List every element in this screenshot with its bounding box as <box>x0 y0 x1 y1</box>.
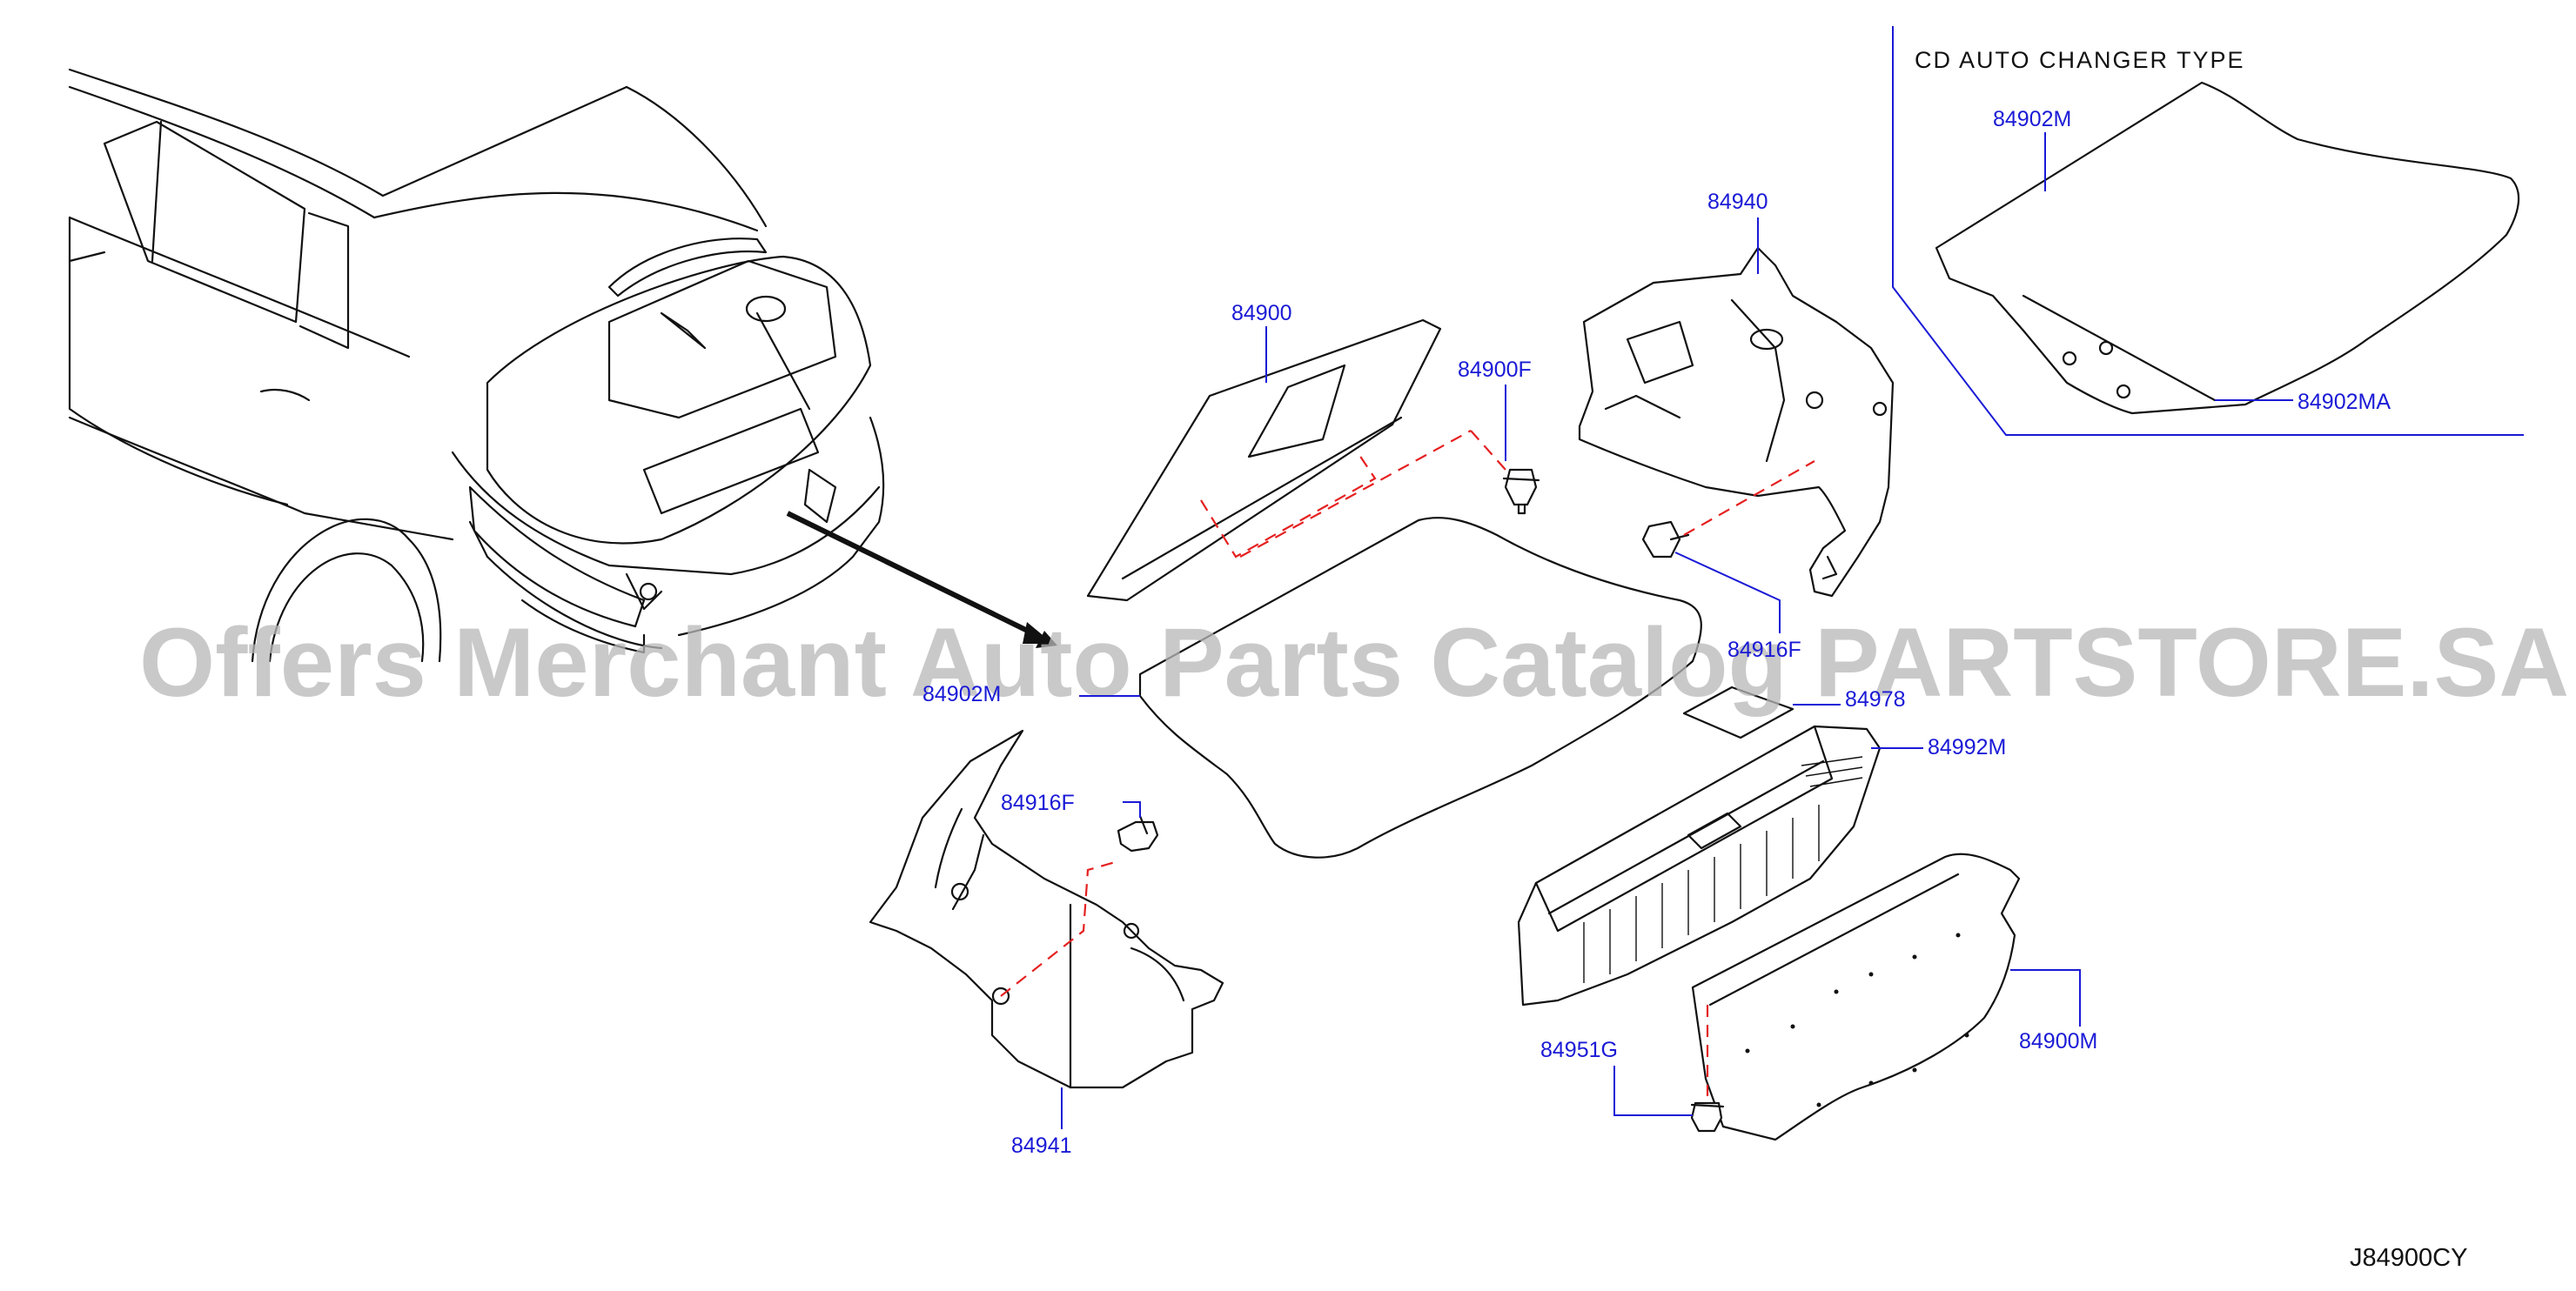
label-84902M-cd[interactable]: 84902M <box>1993 107 2071 191</box>
vehicle-illustration <box>68 68 1057 663</box>
part-number-84941[interactable]: 84941 <box>1011 1134 1072 1158</box>
part-number-84940[interactable]: 84940 <box>1707 190 1768 214</box>
part-number-84900[interactable]: 84900 <box>1231 301 1292 325</box>
label-84941[interactable]: 84941 <box>1011 1087 1072 1158</box>
part-number-84900M[interactable]: 84900M <box>2019 1029 2097 1054</box>
label-84900[interactable]: 84900 <box>1231 301 1292 383</box>
part-84900M-shape <box>1691 853 2021 1141</box>
part-84978-shape <box>1682 686 1794 739</box>
cd-changer-inset: CD AUTO CHANGER TYPE <box>1892 26 2524 436</box>
part-84992M-shape <box>1517 725 1882 1007</box>
label-84900M[interactable]: 84900M <box>2010 969 2097 1054</box>
clip-84916F-right <box>1641 460 1815 559</box>
clip-84900F <box>1502 468 1540 515</box>
diagram-code: J84900CY <box>2350 1244 2467 1272</box>
part-number-84900F[interactable]: 84900F <box>1458 358 1532 382</box>
part-number-84902M-cd[interactable]: 84902M <box>1993 107 2071 131</box>
label-84902MA[interactable]: 84902MA <box>2215 390 2391 414</box>
watermark: Offers Merchant Auto Parts Catalog PARTS… <box>139 608 2569 717</box>
part-number-84978[interactable]: 84978 <box>1845 687 1906 712</box>
label-84916F-left[interactable]: 84916F <box>1001 791 1141 818</box>
part-84902M-shape <box>1138 517 1702 859</box>
part-84941-shape <box>869 729 1224 1089</box>
clip-84951G <box>1690 1005 1725 1133</box>
variant-title: CD AUTO CHANGER TYPE <box>1915 47 2245 73</box>
part-number-84951G[interactable]: 84951G <box>1540 1038 1618 1062</box>
part-number-84916F-left[interactable]: 84916F <box>1001 791 1075 815</box>
part-84940-shape <box>1578 246 1895 598</box>
part-84900-shape <box>1086 318 1506 602</box>
label-84940[interactable]: 84940 <box>1707 190 1768 274</box>
part-number-84916F-right[interactable]: 84916F <box>1727 638 1801 662</box>
part-number-84992M[interactable]: 84992M <box>1928 735 2006 759</box>
label-84900F[interactable]: 84900F <box>1458 358 1532 461</box>
label-84916F-right[interactable]: 84916F <box>1674 552 1801 662</box>
label-84978[interactable]: 84978 <box>1793 687 1906 712</box>
part-number-84902MA[interactable]: 84902MA <box>2298 390 2391 414</box>
label-84992M[interactable]: 84992M <box>1871 735 2006 759</box>
clip-84916F-left <box>1117 814 1159 853</box>
label-84902M[interactable]: 84902M <box>922 682 1140 706</box>
label-84951G[interactable]: 84951G <box>1540 1038 1693 1116</box>
part-number-84902M[interactable]: 84902M <box>922 682 1001 706</box>
